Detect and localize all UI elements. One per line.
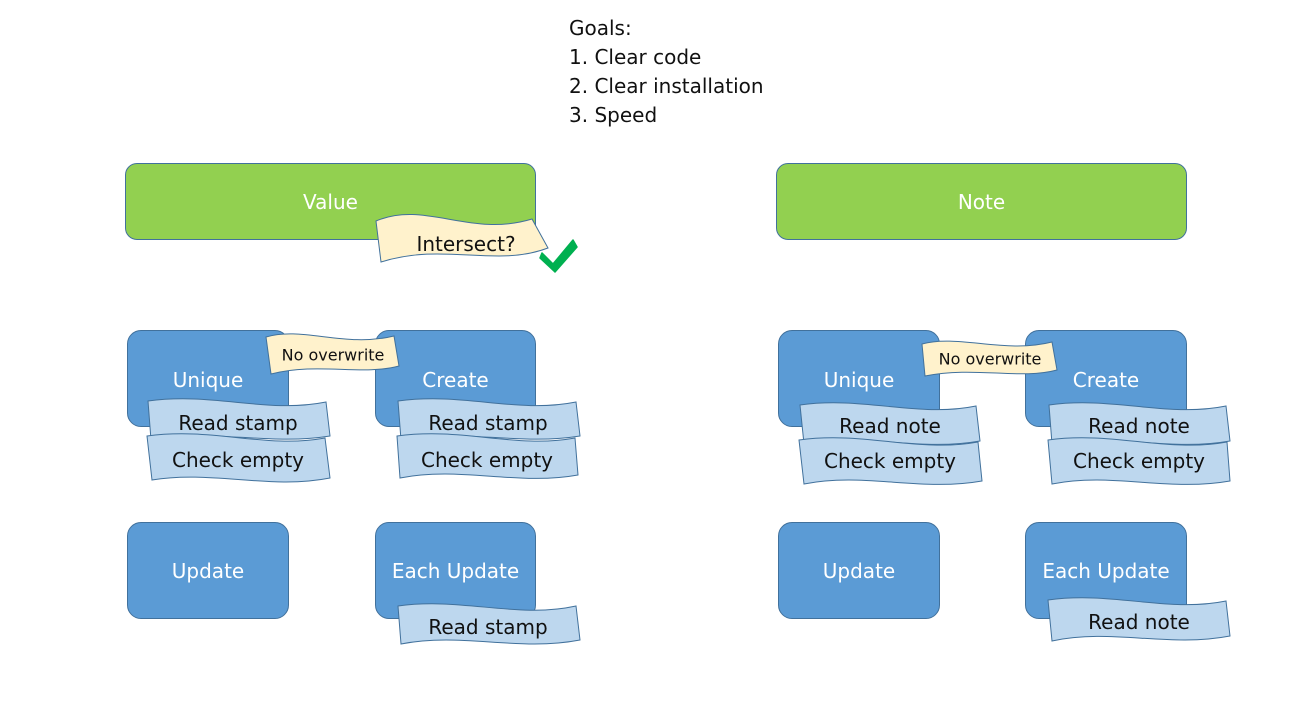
right-create-check-empty-tag xyxy=(1047,437,1231,485)
goal-item-2: 2. Clear installation xyxy=(569,74,764,98)
left-each-update-label: Each Update xyxy=(391,558,520,583)
right-update-box: Update xyxy=(778,522,940,619)
left-update-box: Update xyxy=(127,522,289,619)
value-header-label: Value xyxy=(303,189,358,214)
left-create-check-empty-tag xyxy=(396,433,579,479)
left-unique-label: Unique xyxy=(172,367,244,392)
left-unique-check-empty-tag xyxy=(146,433,331,483)
right-each-update-read-note-tag xyxy=(1047,597,1231,642)
left-update-label: Update xyxy=(171,558,245,583)
checkmark-icon xyxy=(539,239,578,273)
right-unique-label: Unique xyxy=(823,367,895,392)
left-create-label: Create xyxy=(422,367,489,392)
goal-item-3: 3. Speed xyxy=(569,103,658,127)
right-each-update-label: Each Update xyxy=(1042,558,1170,583)
left-no-overwrite-shape xyxy=(265,333,400,375)
note-header-label: Note xyxy=(957,189,1006,214)
right-update-label: Update xyxy=(822,558,896,583)
goal-item-1: 1. Clear code xyxy=(569,45,702,69)
intersect-note-shape xyxy=(375,213,549,263)
left-each-update-read-stamp-tag xyxy=(397,603,581,645)
goals-list: Goals: 1. Clear code 2. Clear installati… xyxy=(569,14,764,130)
note-header-box: Note xyxy=(776,163,1187,240)
left-each-update-box: Each Update xyxy=(375,522,536,619)
goals-heading: Goals: xyxy=(569,16,632,40)
right-create-label: Create xyxy=(1072,367,1140,392)
right-no-overwrite-shape xyxy=(921,340,1058,377)
right-unique-check-empty-tag xyxy=(798,437,983,485)
